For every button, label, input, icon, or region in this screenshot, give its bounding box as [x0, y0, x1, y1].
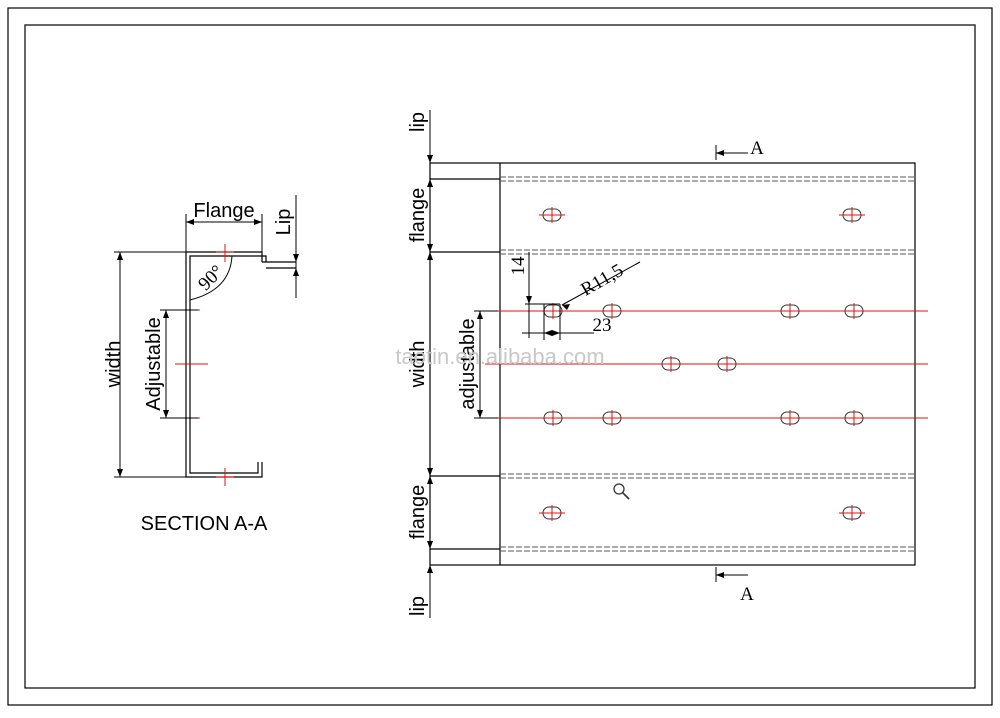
profile-lip [262, 261, 296, 269]
hole-detail-dims [522, 252, 641, 340]
lip-label: Lip [273, 209, 295, 236]
plan-view: lip flange width adjustable flange lip 1… [395, 110, 928, 618]
dim-14-label: 14 [508, 256, 529, 276]
dim-r-label: R11,5 [577, 260, 627, 301]
section-title: SECTION A-A [141, 513, 268, 535]
angle-label: 90° [194, 261, 228, 295]
adjustable-dim-line [160, 309, 198, 419]
slotted-hole [539, 207, 565, 223]
adjustable-label: Adjustable [143, 317, 165, 410]
hole-detail-arrows [526, 296, 570, 336]
dim-23-label: 23 [593, 315, 612, 336]
inner-border [24, 24, 976, 689]
magnifier-icon[interactable] [613, 483, 630, 500]
center-mark-bottom [216, 468, 234, 486]
lip-label-bottom: lip [407, 596, 429, 616]
flange-label-bottom: flange [407, 485, 429, 540]
slotted-hole [841, 410, 867, 426]
slotted-hole [777, 410, 803, 426]
cut-label-bottom: A [740, 584, 754, 605]
slotted-hole [777, 303, 803, 319]
width-label-plan: width [407, 341, 429, 389]
slotted-hole [539, 505, 565, 521]
flange-dim-line [185, 214, 263, 252]
slotted-hole [658, 356, 684, 372]
outer-border [7, 7, 993, 706]
width-dim-line [114, 251, 186, 478]
slotted-hole [841, 303, 867, 319]
center-mark-top [216, 244, 234, 262]
center-marks-adjustable [175, 309, 208, 419]
slotted-hole [540, 410, 566, 426]
slotted-hole [714, 356, 740, 372]
lip-dim-arrows [293, 254, 299, 276]
cut-label-top: A [750, 138, 764, 159]
flange-label: Flange [193, 200, 254, 222]
flange-label-top: flange [407, 188, 429, 243]
angle-arc [189, 255, 233, 301]
width-label: width [103, 341, 125, 389]
watermark: taotin.en.alibaba.com [395, 344, 604, 369]
cut-markers [715, 145, 748, 582]
adjustable-label-plan: adjustable [457, 318, 479, 409]
lip-label-top: lip [407, 112, 429, 132]
adjustable-dim-line [474, 310, 498, 419]
left-dim-arrows [427, 155, 483, 573]
slotted-holes [539, 207, 867, 521]
section-view: Flange Lip 90° Adjustable width SECTION … [103, 195, 299, 535]
bend-lines [500, 176, 915, 552]
slotted-hole [839, 505, 865, 521]
flange-dim-arrows [186, 219, 262, 225]
slotted-hole [599, 303, 625, 319]
slotted-hole [839, 207, 865, 223]
slotted-hole [599, 410, 625, 426]
